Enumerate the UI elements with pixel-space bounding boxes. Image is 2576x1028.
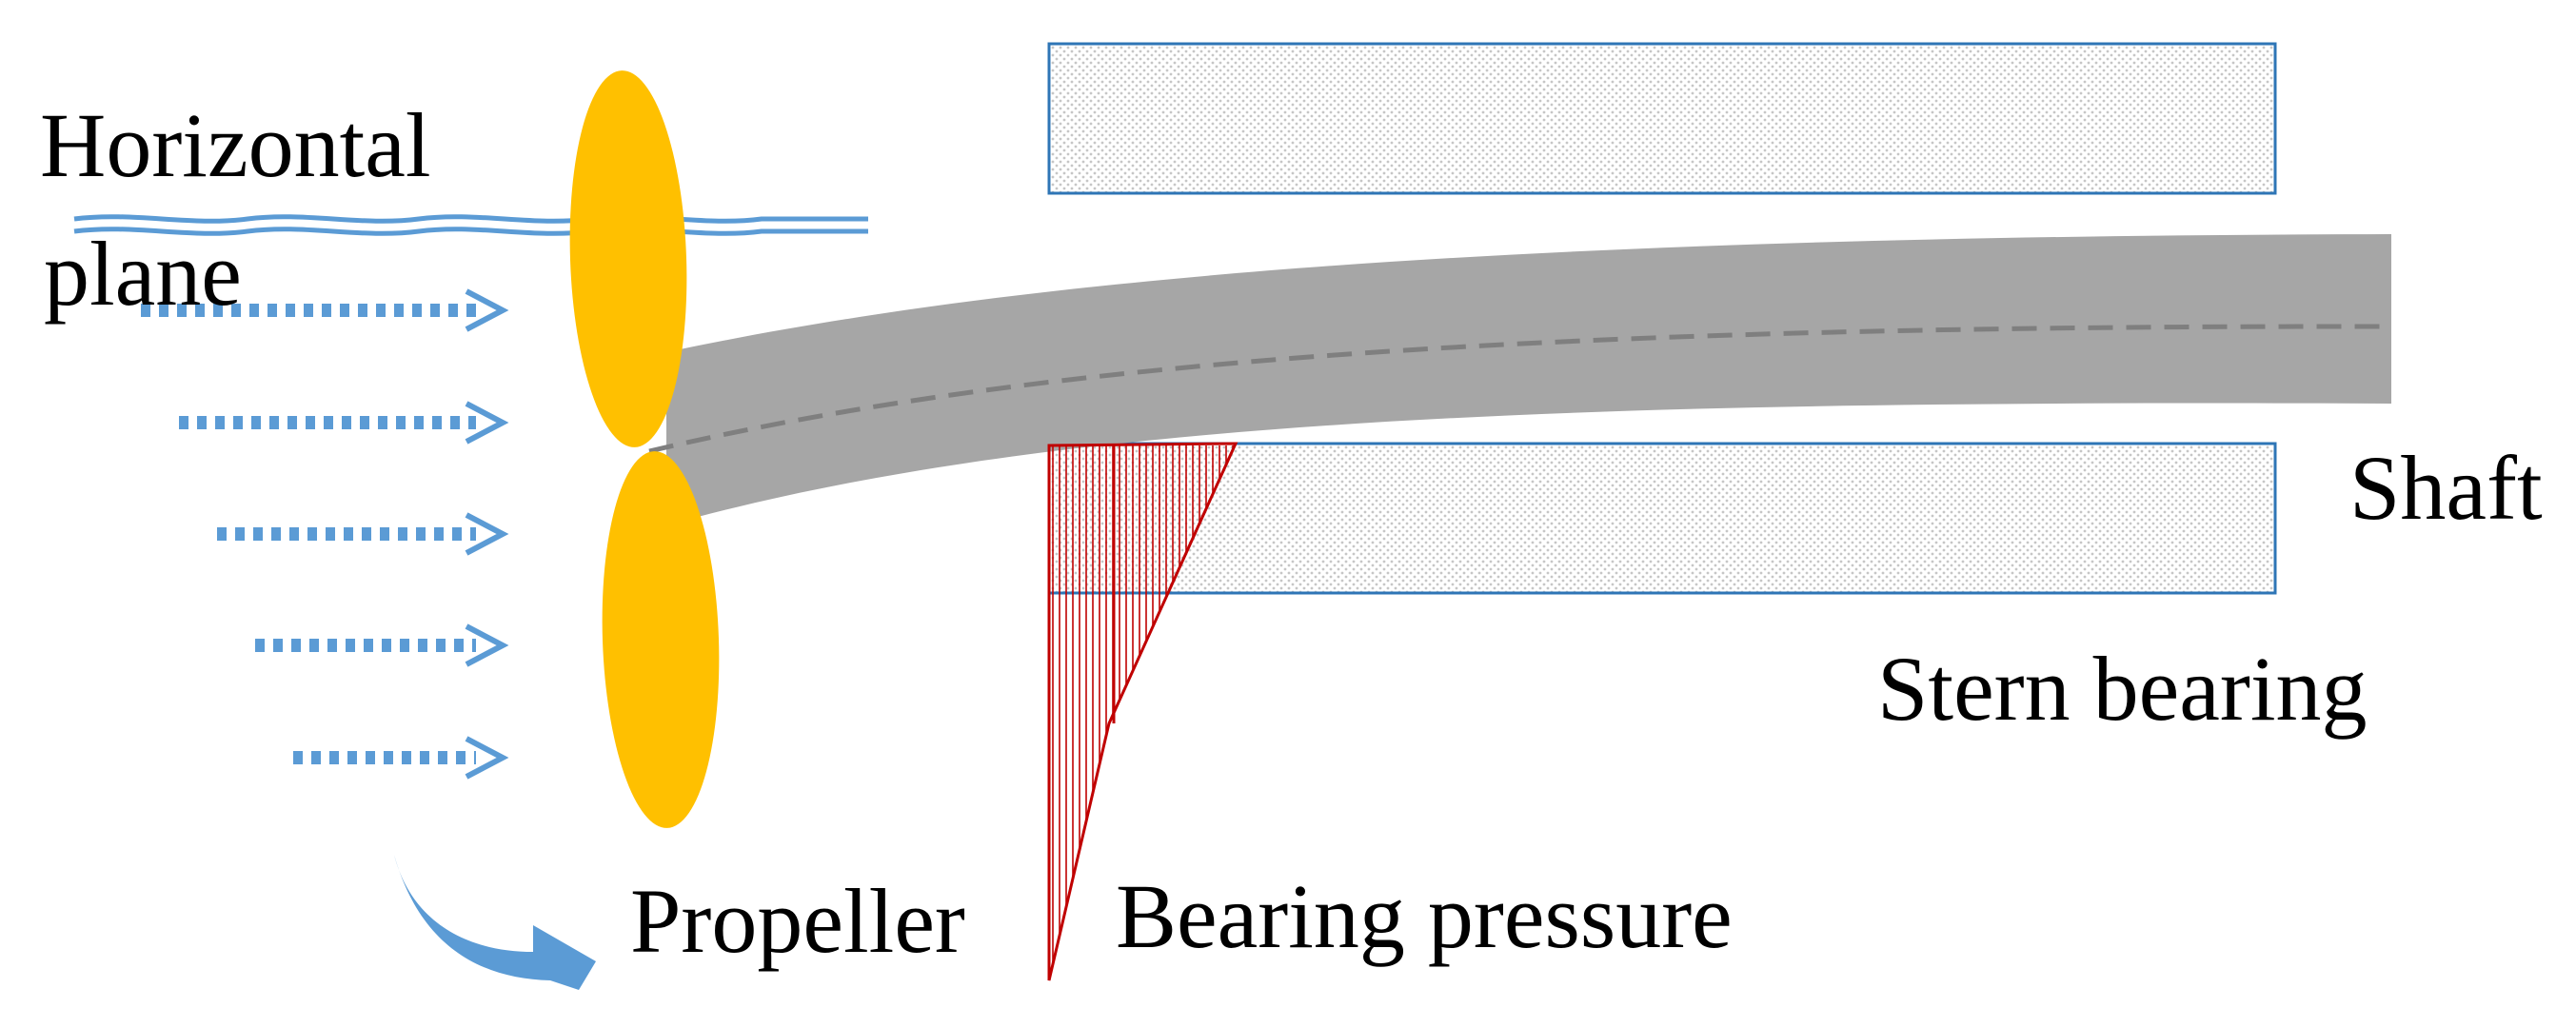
- curved-arrow-icon: [394, 855, 596, 990]
- label-plane: plane: [44, 223, 242, 325]
- dotted-arrow-icon: [179, 401, 509, 445]
- propeller-blade-lower: [602, 451, 720, 828]
- dotted-arrow-icon: [141, 288, 509, 332]
- label-stern-bearing: Stern bearing: [1877, 638, 2368, 740]
- stern-bearing-lower: [1047, 442, 2277, 595]
- propeller-blade-upper: [569, 70, 687, 447]
- label-propeller: Propeller: [630, 870, 965, 972]
- label-horizontal: Horizontal: [40, 94, 431, 196]
- inflow-arrows: [141, 288, 509, 780]
- stern-bearing-upper: [1047, 42, 2277, 195]
- label-bearing-pressure: Bearing pressure: [1116, 865, 1733, 967]
- bearing-pressure-distribution: [1047, 442, 1238, 981]
- dotted-arrow-icon: [217, 512, 509, 556]
- shaft-centerline: [648, 324, 2392, 454]
- dotted-arrow-icon: [293, 736, 509, 780]
- shaft: [666, 234, 2391, 525]
- label-shaft: Shaft: [2349, 437, 2543, 539]
- dotted-arrow-icon: [255, 623, 509, 667]
